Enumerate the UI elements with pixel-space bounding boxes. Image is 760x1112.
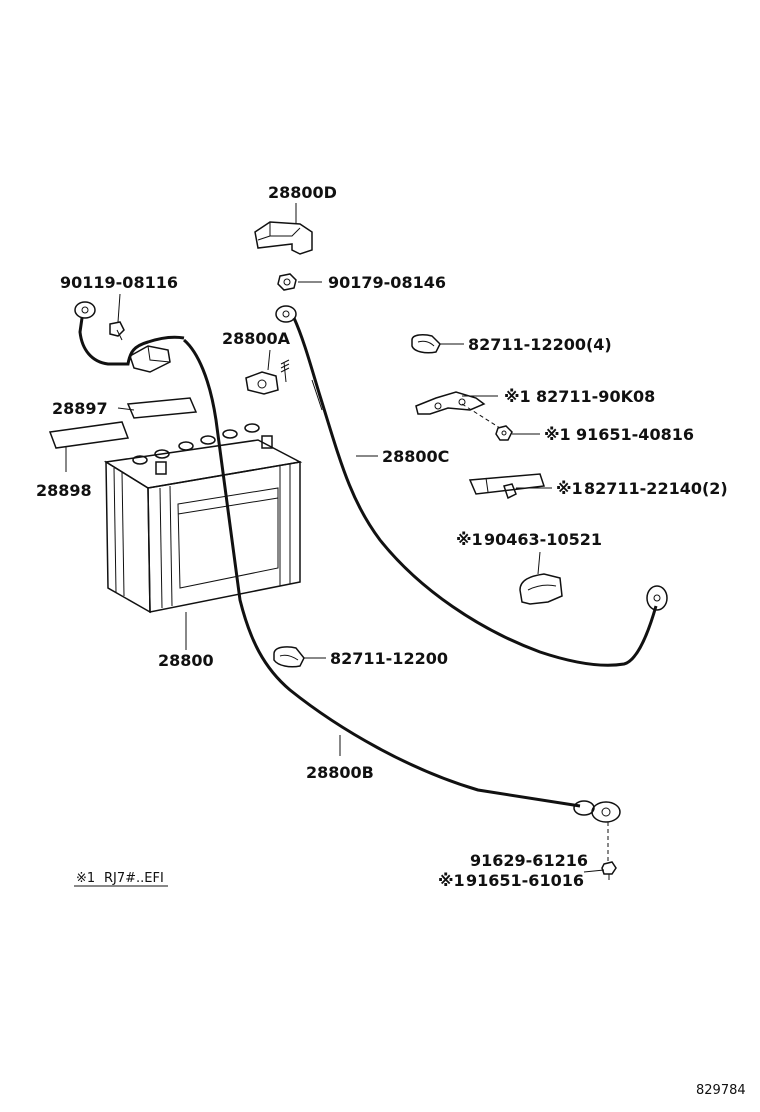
diagram-id: 829784 <box>696 1083 746 1098</box>
label-90463: 90463-10521 <box>484 530 602 549</box>
bolt-91651-40816 <box>495 425 513 441</box>
label-82711-12200-4: 82711-12200(4) <box>468 335 612 354</box>
footnote-mark: ※1 <box>76 871 95 886</box>
cable-28800b <box>182 338 621 823</box>
terminal-cover-28800d <box>254 221 313 255</box>
label-28800b: 28800B <box>306 763 374 782</box>
note-mark-90463: ※1 <box>456 530 483 549</box>
label-91651-61016: 91651-61016 <box>466 871 584 890</box>
footnote-text: RJ7#..EFI <box>104 871 164 886</box>
cable-clamp-82711 <box>273 646 305 668</box>
bracket-82711-90k08 <box>415 391 486 415</box>
bolt-91629 <box>601 861 617 880</box>
label-28800: 28800 <box>158 651 214 670</box>
note-mark-82711-22140: ※1 <box>556 479 583 498</box>
label-28898: 28898 <box>36 481 92 500</box>
clamp-28800a <box>245 359 290 395</box>
label-90119: 90119-08116 <box>60 273 178 292</box>
note-mark-91651-61016: ※1 <box>438 871 465 890</box>
cable-28800c <box>275 305 668 667</box>
clamp-90463 <box>519 573 563 605</box>
label-28800a: 28800A <box>222 329 291 348</box>
label-82711-12200: 82711-12200 <box>330 649 448 668</box>
label-82711-90k08: 82711-90K08 <box>536 387 655 406</box>
label-82711-22140: 82711-22140(2) <box>584 479 728 498</box>
label-28800c: 28800C <box>382 447 449 466</box>
dashed-leader-bolt <box>461 403 501 429</box>
label-28800d: 28800D <box>268 183 337 202</box>
label-91629: 91629-61216 <box>470 851 588 870</box>
ground-wire <box>74 301 185 373</box>
leader-28897 <box>117 407 135 411</box>
cable-clamp-82711-4 <box>411 334 441 354</box>
leader-90463 <box>537 551 541 575</box>
nut-90179 <box>277 273 297 291</box>
label-28897: 28897 <box>52 399 108 418</box>
leader-91629 <box>583 869 605 873</box>
label-91651-40816: 91651-40816 <box>576 425 694 444</box>
battery-28800 <box>103 423 303 614</box>
sticker-28897 <box>126 397 198 419</box>
leader-28800a <box>267 349 271 371</box>
bolt-90119 <box>109 321 125 341</box>
clip-82711-22140 <box>468 473 546 500</box>
note-mark-91651-40816: ※1 <box>544 425 571 444</box>
leader-90119 <box>117 293 121 323</box>
note-mark-82711-90k08: ※1 <box>504 387 531 406</box>
label-90179: 90179-08146 <box>328 273 446 292</box>
sticker-28898 <box>48 421 130 449</box>
